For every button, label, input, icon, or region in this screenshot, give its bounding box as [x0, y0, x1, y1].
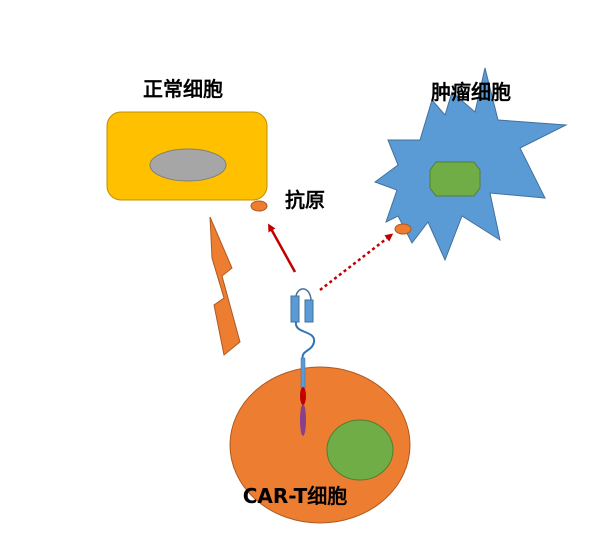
car-receptor — [290, 288, 316, 436]
antigen-on-tumor-cell — [394, 223, 412, 235]
car-t-cell-nucleus — [326, 419, 394, 481]
normal-cell-label: 正常细胞 — [143, 77, 223, 101]
car-stalk — [300, 357, 306, 389]
attack-arrow-normal — [268, 223, 297, 273]
car-t-cell — [229, 366, 411, 524]
car-transmembrane-domain — [300, 387, 306, 405]
normal-cell-nucleus — [149, 148, 227, 182]
car-t-cell-body — [229, 366, 411, 524]
car-t-cell-label: CAR-T细胞 — [243, 484, 348, 508]
car-scfv-heavy — [290, 295, 300, 323]
antigen-label: 抗原 — [285, 188, 325, 212]
antigen-on-normal-cell — [250, 200, 268, 212]
lightning-bolt-icon — [209, 216, 241, 356]
attack-arrow-tumor — [319, 233, 394, 291]
tumor-cell-nucleus — [429, 161, 481, 197]
car-linker — [295, 288, 312, 301]
normal-cell — [106, 111, 268, 201]
car-scfv-light — [304, 299, 314, 323]
tumor-cell — [373, 67, 568, 262]
tumor-cell-label: 肿瘤细胞 — [431, 80, 511, 104]
car-signaling-domain — [300, 404, 306, 436]
car-hinge — [294, 321, 316, 361]
